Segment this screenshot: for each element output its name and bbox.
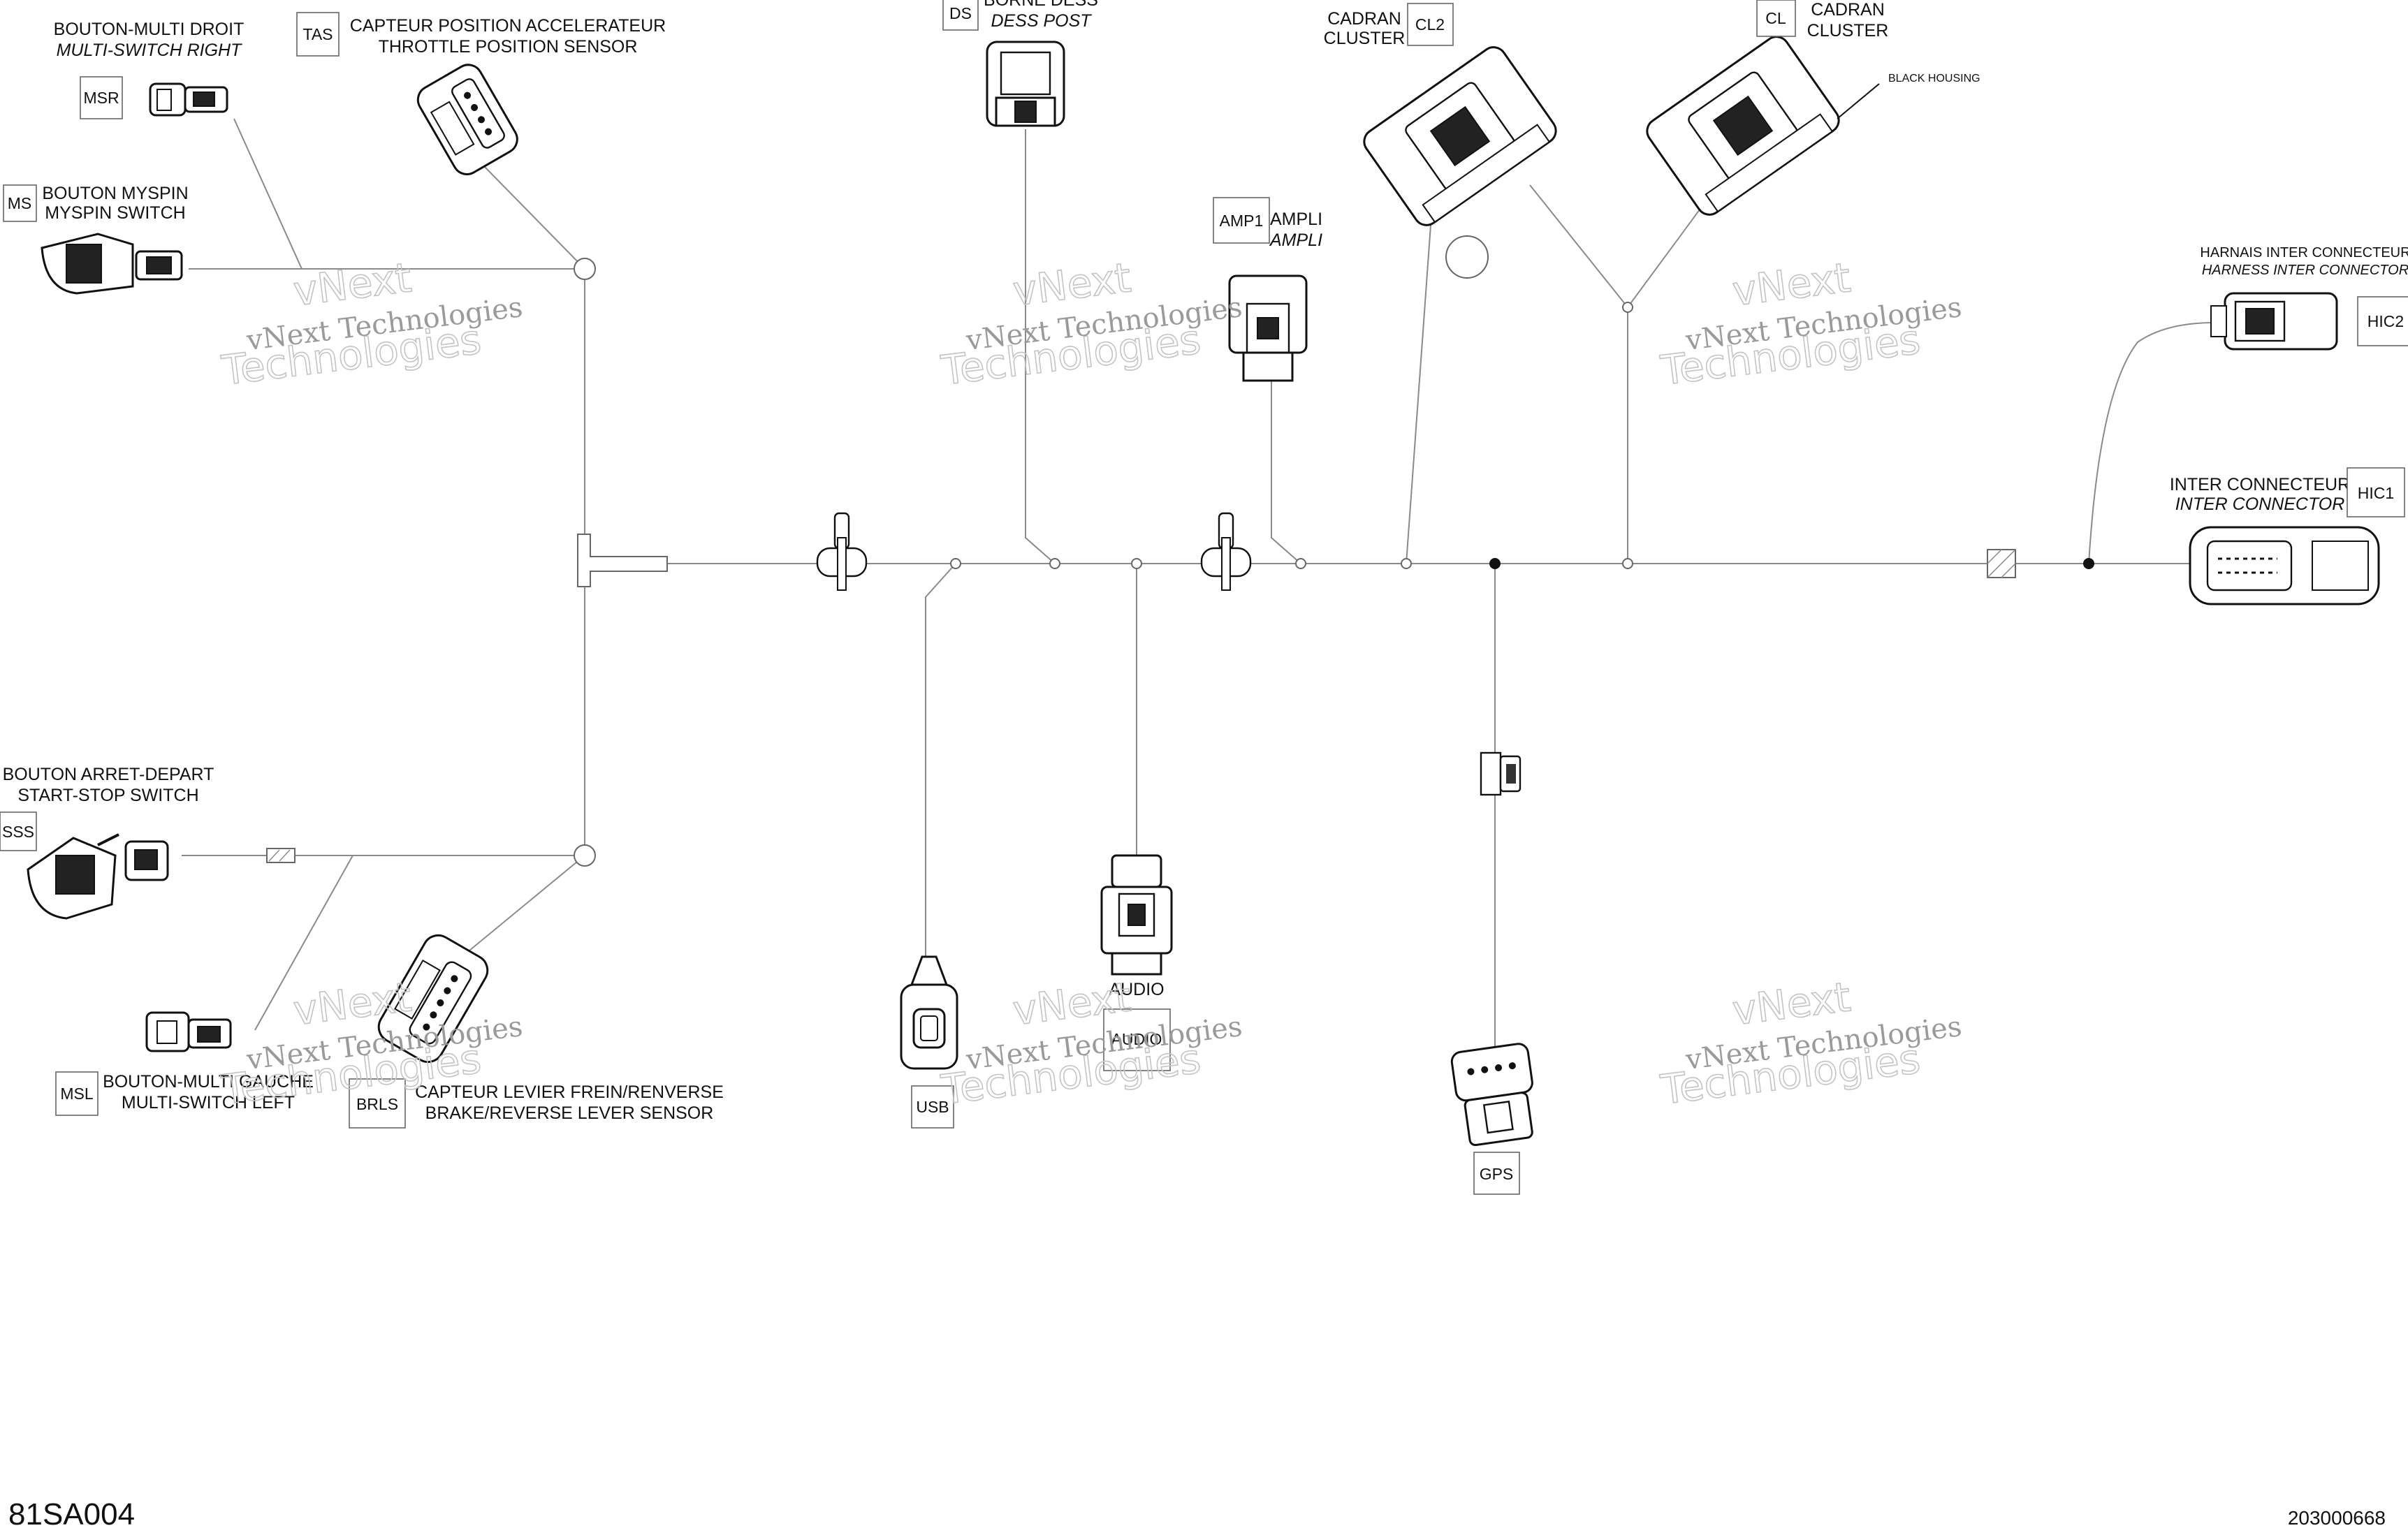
audio-label-group: AUDIO AUDIO: [1103, 980, 1171, 1071]
sss-code: SSS: [2, 823, 34, 841]
ms-connector-drawing: [41, 233, 183, 295]
cl2-code: CL2: [1415, 15, 1445, 34]
brls-label-group: BRLS CAPTEUR LEVIER FREIN/RENVERSE BRAKE…: [349, 1078, 724, 1129]
usb-code: USB: [916, 1098, 949, 1116]
gps-connector-drawing: [1450, 1043, 1533, 1147]
tas-connector-drawing: [416, 64, 518, 175]
cl2-connector-drawing: [1363, 46, 1557, 226]
hic1-label-fr: INTER CONNECTEUR: [2170, 475, 2350, 494]
harness-wires: [182, 118, 2215, 1051]
hic2-label-fr: HARNAIS INTER CONNECTEUR: [2200, 245, 2408, 260]
cl-label-en: CLUSTER: [1807, 21, 1889, 41]
amp1-label-fr: AMPLI: [1270, 210, 1322, 229]
msl-label-group: MSL BOUTON-MULTI GAUCHE MULTI-SWITCH LEF…: [55, 1071, 314, 1116]
hic2-connector-drawing: [2210, 292, 2338, 351]
watermark-6: vNext Technologies vNext Technologies: [1657, 972, 1963, 1114]
drawing-number: 81SA004: [8, 1497, 135, 1528]
hic1-code: HIC1: [2358, 484, 2394, 502]
audio-connector-drawing: [1100, 854, 1173, 976]
gps-label-group: GPS: [1473, 1152, 1520, 1195]
hic2-label-en: HARNESS INTER CONNECTOR: [2202, 263, 2408, 278]
msl-connector-drawing: [145, 1011, 232, 1052]
sss-label-group: BOUTON ARRET-DEPART START-STOP SWITCH SS…: [0, 765, 214, 851]
hic2-code: HIC2: [2367, 312, 2404, 330]
cl-label-group: CL CADRAN CLUSTER BLACK HOUSING: [1756, 0, 1980, 85]
msr-code: MSR: [83, 89, 119, 107]
audio-label: AUDIO: [1109, 980, 1164, 999]
hic1-label-en: INTER CONNECTOR: [2175, 494, 2345, 514]
cl2-label-fr: CADRAN: [1327, 9, 1401, 29]
brls-label-fr: CAPTEUR LEVIER FREIN/RENVERSE: [415, 1082, 724, 1102]
ms-label-group: MS BOUTON MYSPIN MYSPIN SWITCH: [3, 184, 189, 223]
msr-connector-drawing: [149, 82, 228, 117]
msl-label-fr: BOUTON-MULTI GAUCHE: [103, 1072, 314, 1092]
hic1-connector-drawing: [2189, 526, 2380, 605]
junction-nodes: [574, 235, 2094, 867]
audio-code: AUDIO: [1111, 1030, 1162, 1048]
amp1-label-group: AMP1 AMPLI AMPLI: [1213, 197, 1322, 250]
harness-fittings: [266, 512, 2016, 863]
tas-label-fr: CAPTEUR POSITION ACCELERATEUR: [350, 16, 666, 36]
ms-code: MS: [8, 194, 32, 212]
amp1-code: AMP1: [1220, 212, 1264, 230]
gps-code: GPS: [1480, 1165, 1514, 1183]
sss-label-fr: BOUTON ARRET-DEPART: [3, 765, 214, 784]
msr-label-fr: BOUTON-MULTI DROIT: [54, 20, 245, 39]
brls-code: BRLS: [356, 1095, 398, 1113]
msl-label-en: MULTI-SWITCH LEFT: [122, 1093, 295, 1112]
cl-housing-note: BLACK HOUSING: [1888, 73, 1980, 85]
ds-connector-drawing: [986, 41, 1065, 127]
ms-label-en: MYSPIN SWITCH: [45, 203, 185, 223]
watermark-5: vNext Technologies vNext Technologies: [937, 972, 1243, 1114]
msr-label-en: MULTI-SWITCH RIGHT: [57, 41, 243, 60]
watermark-1: vNext Technologies vNext Technologies: [218, 253, 524, 395]
cl-label-fr: CADRAN: [1811, 0, 1885, 20]
ds-code: DS: [949, 4, 972, 22]
msr-label-group: BOUTON-MULTI DROIT MULTI-SWITCH RIGHT MS…: [54, 20, 245, 119]
hic2-label-group: HARNAIS INTER CONNECTEUR HARNESS INTER C…: [2200, 245, 2408, 346]
ds-label-fr: BORNE DESS: [984, 0, 1098, 10]
tas-label-group: TAS CAPTEUR POSITION ACCELERATEUR THROTT…: [296, 12, 666, 57]
msl-code: MSL: [60, 1085, 94, 1103]
tas-label-en: THROTTLE POSITION SENSOR: [379, 37, 638, 57]
part-number: 203000668: [2288, 1507, 2386, 1528]
ms-label-fr: BOUTON MYSPIN: [42, 184, 188, 203]
cl2-label-en: CLUSTER: [1324, 29, 1406, 48]
sss-connector-drawing: [27, 833, 169, 920]
sss-label-en: START-STOP SWITCH: [17, 786, 198, 805]
amp1-label-en: AMPLI: [1269, 230, 1322, 250]
usb-connector-drawing: [900, 955, 958, 1070]
hic1-label-group: INTER CONNECTEUR INTER CONNECTOR HIC1: [2170, 467, 2405, 517]
ds-label-group: DS BORNE DESS DESS POST: [942, 0, 1098, 31]
brls-label-en: BRAKE/REVERSE LEVER SENSOR: [425, 1103, 714, 1123]
ds-label-en: DESS POST: [991, 11, 1092, 31]
usb-label-group: USB: [911, 1085, 954, 1129]
cl2-label-group: CADRAN CLUSTER CL2: [1324, 3, 1454, 48]
tas-code: TAS: [302, 25, 333, 43]
cl-code: CL: [1765, 9, 1786, 27]
watermark-3: vNext Technologies vNext Technologies: [1657, 253, 1963, 395]
amp1-connector-drawing: [1228, 274, 1308, 382]
watermark-2: vNext Technologies vNext Technologies: [937, 253, 1243, 395]
brls-connector-drawing: [377, 934, 489, 1064]
cl-connector-drawing: [1646, 36, 1840, 216]
